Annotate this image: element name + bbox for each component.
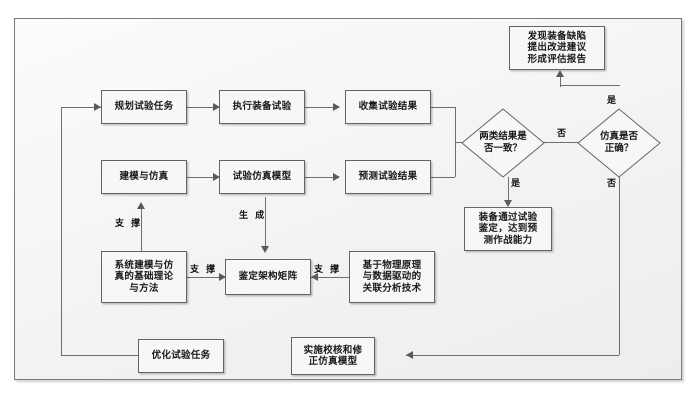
diagram-frame-inner <box>15 19 681 379</box>
node-arch-matrix[interactable]: 鉴定架构矩阵 <box>225 259 311 295</box>
edge-loop-left-bottom <box>61 355 138 356</box>
edge-label-yes-1: 是 <box>511 179 521 189</box>
edge-predict-merge-h <box>431 177 455 178</box>
node-model-sim-label: 建模与仿真 <box>119 171 169 183</box>
node-pass-eval-label: 装备通过试验 鉴定，达到预 测作战能力 <box>478 211 538 246</box>
edge-label-support-3: 支 撑 <box>314 265 342 275</box>
node-collect-result[interactable]: 收集试验结果 <box>345 90 431 124</box>
decision-sim-correct[interactable]: 仿真是否 正确？ <box>577 108 661 178</box>
node-defect-report[interactable]: 发现装备缺陷 提出改进建议 形成评估报告 <box>509 26 605 70</box>
node-sim-model[interactable]: 试验仿真模型 <box>219 160 305 194</box>
node-optimize-task[interactable]: 优化试验任务 <box>138 339 224 373</box>
node-sim-model-label: 试验仿真模型 <box>232 171 292 183</box>
edge-plan-to-exec-arrow <box>213 103 220 111</box>
node-vv-fix-model[interactable]: 实施校核和修 正仿真模型 <box>291 337 375 375</box>
node-optimize-task-label: 优化试验任务 <box>151 350 211 362</box>
edge-label-support-2: 支 撑 <box>190 265 218 275</box>
edge-theory-to-modelsim-arrow <box>137 202 145 209</box>
decision-results-consistent[interactable]: 两类结果是 否一致？ <box>461 108 545 178</box>
diamond-shape-icon <box>461 108 545 178</box>
diamond-shape-icon <box>577 108 661 178</box>
edge-decision1-yes <box>508 177 509 205</box>
edge-label-no-1: 否 <box>557 129 567 139</box>
node-exec-test[interactable]: 执行装备试验 <box>219 90 305 124</box>
node-theory-method[interactable]: 系统建模与仿 真的基础理论 与方法 <box>101 251 187 303</box>
edge-simmodel-to-matrix-arrow <box>261 246 269 253</box>
edge-label-generate: 生 成 <box>239 211 267 221</box>
edge-loop-left-arrowhead <box>94 103 101 111</box>
edge-decision1-yes-arrow <box>504 200 512 207</box>
node-plan-test-label: 规划试验任务 <box>114 101 174 113</box>
edge-label-support-1: 支 撑 <box>115 219 143 229</box>
edge-decision2-no-horizontal <box>406 355 619 356</box>
edge-decision2-no-arrow <box>406 351 413 359</box>
edge-tech-to-matrix <box>311 277 349 278</box>
edge-decision2-no-vertical <box>619 177 620 355</box>
node-correlation-tech-label: 基于物理原理 与数据驱动的 关联分析技术 <box>362 259 422 294</box>
edge-decision1-no <box>543 142 591 143</box>
node-exec-test-label: 执行装备试验 <box>232 101 292 113</box>
node-vv-fix-model-label: 实施校核和修 正仿真模型 <box>303 344 363 368</box>
edge-modelsim-to-simmodel <box>187 177 219 178</box>
decision-sim-correct-label: 仿真是否 正确？ <box>599 131 638 154</box>
node-correlation-tech[interactable]: 基于物理原理 与数据驱动的 关联分析技术 <box>349 251 435 303</box>
edge-simmodel-to-matrix <box>265 197 266 251</box>
edge-theory-to-matrix-arrow <box>219 273 226 281</box>
edge-tech-to-matrix-arrow <box>311 273 318 281</box>
edge-theory-to-modelsim <box>141 207 142 251</box>
edge-exec-to-collect <box>305 107 339 108</box>
edge-label-no-2: 否 <box>607 179 617 189</box>
edge-loop-left-top <box>61 107 101 108</box>
edge-simmodel-to-predict-arrow <box>333 173 340 181</box>
node-plan-test[interactable]: 规划试验任务 <box>101 90 187 124</box>
diagram-frame: 规划试验任务 执行装备试验 收集试验结果 建模与仿真 试验仿真模型 预测试验结果… <box>14 18 682 380</box>
node-theory-method-label: 系统建模与仿 真的基础理论 与方法 <box>114 259 174 294</box>
node-defect-report-label: 发现装备缺陷 提出改进建议 形成评估报告 <box>527 30 587 65</box>
node-collect-result-label: 收集试验结果 <box>358 101 418 113</box>
node-model-sim[interactable]: 建模与仿真 <box>101 160 187 194</box>
edge-collect-merge-h <box>431 107 455 108</box>
edge-decision2-yes-stub <box>560 77 561 87</box>
edge-decision2-yes-horizontal <box>560 85 620 86</box>
node-predict-result[interactable]: 预测试验结果 <box>345 160 431 194</box>
node-predict-result-label: 预测试验结果 <box>358 171 418 183</box>
node-arch-matrix-label: 鉴定架构矩阵 <box>238 271 298 283</box>
edge-simmodel-to-predict <box>305 177 339 178</box>
edge-exec-to-collect-arrow <box>333 103 340 111</box>
edge-modelsim-to-simmodel-arrow <box>213 173 220 181</box>
edge-decision2-yes-arrow <box>556 70 564 77</box>
edge-theory-to-matrix <box>187 277 225 278</box>
node-pass-eval[interactable]: 装备通过试验 鉴定，达到预 测作战能力 <box>464 207 552 251</box>
edge-loop-left-vertical <box>61 107 62 355</box>
edge-label-yes-2: 是 <box>607 96 617 106</box>
edge-plan-to-exec <box>187 107 219 108</box>
decision-results-consistent-label: 两类结果是 否一致？ <box>479 131 527 154</box>
